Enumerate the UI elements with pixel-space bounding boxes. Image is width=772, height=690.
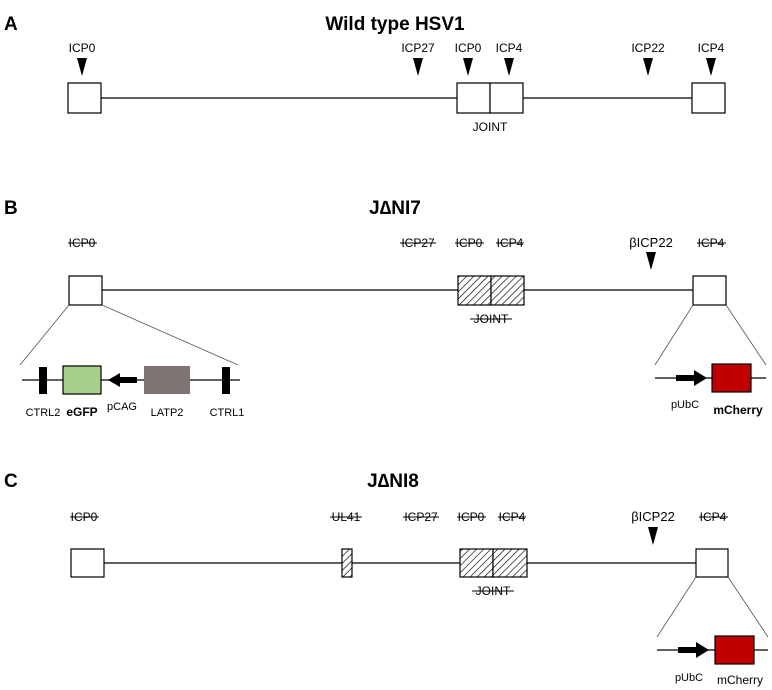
label-icp0-joint: ICP0 bbox=[455, 41, 482, 55]
label-mcherry: mCherry bbox=[713, 403, 763, 417]
label-ctrl1: CTRL1 bbox=[210, 407, 245, 419]
panel-b: B J∆NI7 ICP0 ICP27 ICP0 ICP4 βICP22 ICP4… bbox=[4, 198, 767, 419]
latp2-box bbox=[144, 366, 190, 394]
ctrl2-block bbox=[39, 367, 47, 394]
panel-b-letter: B bbox=[4, 198, 18, 219]
mcherry-box bbox=[714, 635, 755, 665]
ul41-deleted-box bbox=[341, 548, 353, 578]
joint-icp4-deleted-box bbox=[490, 275, 525, 306]
icp0-left-box bbox=[67, 82, 102, 114]
label-beta-icp22: βICP22 bbox=[631, 509, 675, 524]
icp4-right-box bbox=[692, 275, 727, 306]
label-pubc: pUbC bbox=[675, 672, 703, 684]
arrowhead-icp22-marker bbox=[646, 252, 656, 270]
zoom-line-right-a bbox=[654, 304, 694, 366]
label-egfp: eGFP bbox=[66, 405, 97, 419]
label-pcag: pCAG bbox=[107, 401, 137, 413]
pubc-promoter-arrow-icon bbox=[676, 370, 707, 386]
arrowhead-icp0-left-marker bbox=[77, 58, 87, 76]
panel-b-title: J∆NI7 bbox=[369, 198, 421, 219]
label-mcherry: mCherry bbox=[717, 673, 763, 687]
label-pubc: pUbC bbox=[671, 399, 699, 411]
label-icp0-left: ICP0 bbox=[69, 41, 96, 55]
panel-c: C J∆NI8 ICP0 UL41 ICP27 ICP0 ICP4 βICP22… bbox=[4, 471, 769, 687]
egfp-box bbox=[62, 365, 102, 395]
joint-icp0-box bbox=[456, 82, 491, 114]
joint-icp4-box bbox=[489, 82, 524, 114]
arrowhead-icp0-joint-marker bbox=[463, 58, 473, 76]
arrowhead-icp27-marker bbox=[413, 58, 423, 76]
joint-icp4-deleted-box bbox=[492, 548, 528, 578]
icp0-left-box bbox=[68, 275, 103, 306]
arrowhead-icp22-marker bbox=[648, 527, 658, 545]
panel-a: A Wild type HSV1 ICP0 ICP27 ICP0 ICP4 IC… bbox=[4, 14, 726, 134]
zoom-line-right-b bbox=[727, 576, 769, 638]
arrowhead-icp22-marker bbox=[643, 58, 653, 76]
zoom-line-left-a bbox=[19, 304, 70, 366]
icp4-right-box bbox=[691, 82, 726, 114]
mcherry-box bbox=[711, 363, 752, 393]
label-icp4-joint: ICP4 bbox=[496, 41, 523, 55]
panel-a-letter: A bbox=[4, 14, 18, 35]
zoom-line-right-a bbox=[656, 576, 697, 638]
panel-c-title: J∆NI8 bbox=[367, 471, 419, 492]
zoom-line-left-b bbox=[101, 304, 239, 366]
label-icp27: ICP27 bbox=[401, 41, 435, 55]
panel-c-letter: C bbox=[4, 471, 18, 492]
pubc-promoter-arrow-icon bbox=[678, 642, 709, 658]
label-icp22: ICP22 bbox=[631, 41, 665, 55]
joint-icp0-deleted-box bbox=[457, 275, 492, 306]
label-ctrl2: CTRL2 bbox=[26, 407, 61, 419]
inset-right-cassette: pUbC mCherry bbox=[655, 363, 766, 417]
inset-left-cassette: CTRL2 eGFP pCAG LATP2 CTRL1 bbox=[22, 365, 245, 419]
pcag-promoter-arrow-icon bbox=[108, 373, 137, 387]
label-latp2: LATP2 bbox=[151, 407, 184, 419]
label-joint: JOINT bbox=[473, 120, 508, 134]
joint-icp0-deleted-box bbox=[459, 548, 494, 578]
label-icp4-right: ICP4 bbox=[698, 41, 725, 55]
inset-right-cassette: pUbC mCherry bbox=[657, 635, 768, 687]
arrowhead-icp4-joint-marker bbox=[504, 58, 514, 76]
zoom-line-right-b bbox=[725, 304, 767, 366]
icp0-left-box bbox=[70, 548, 105, 578]
ctrl1-block bbox=[222, 367, 230, 394]
arrowhead-icp4-right-marker bbox=[706, 58, 716, 76]
icp4-right-box bbox=[695, 548, 729, 578]
label-beta-icp22: βICP22 bbox=[629, 235, 673, 250]
panel-a-title: Wild type HSV1 bbox=[325, 14, 465, 35]
